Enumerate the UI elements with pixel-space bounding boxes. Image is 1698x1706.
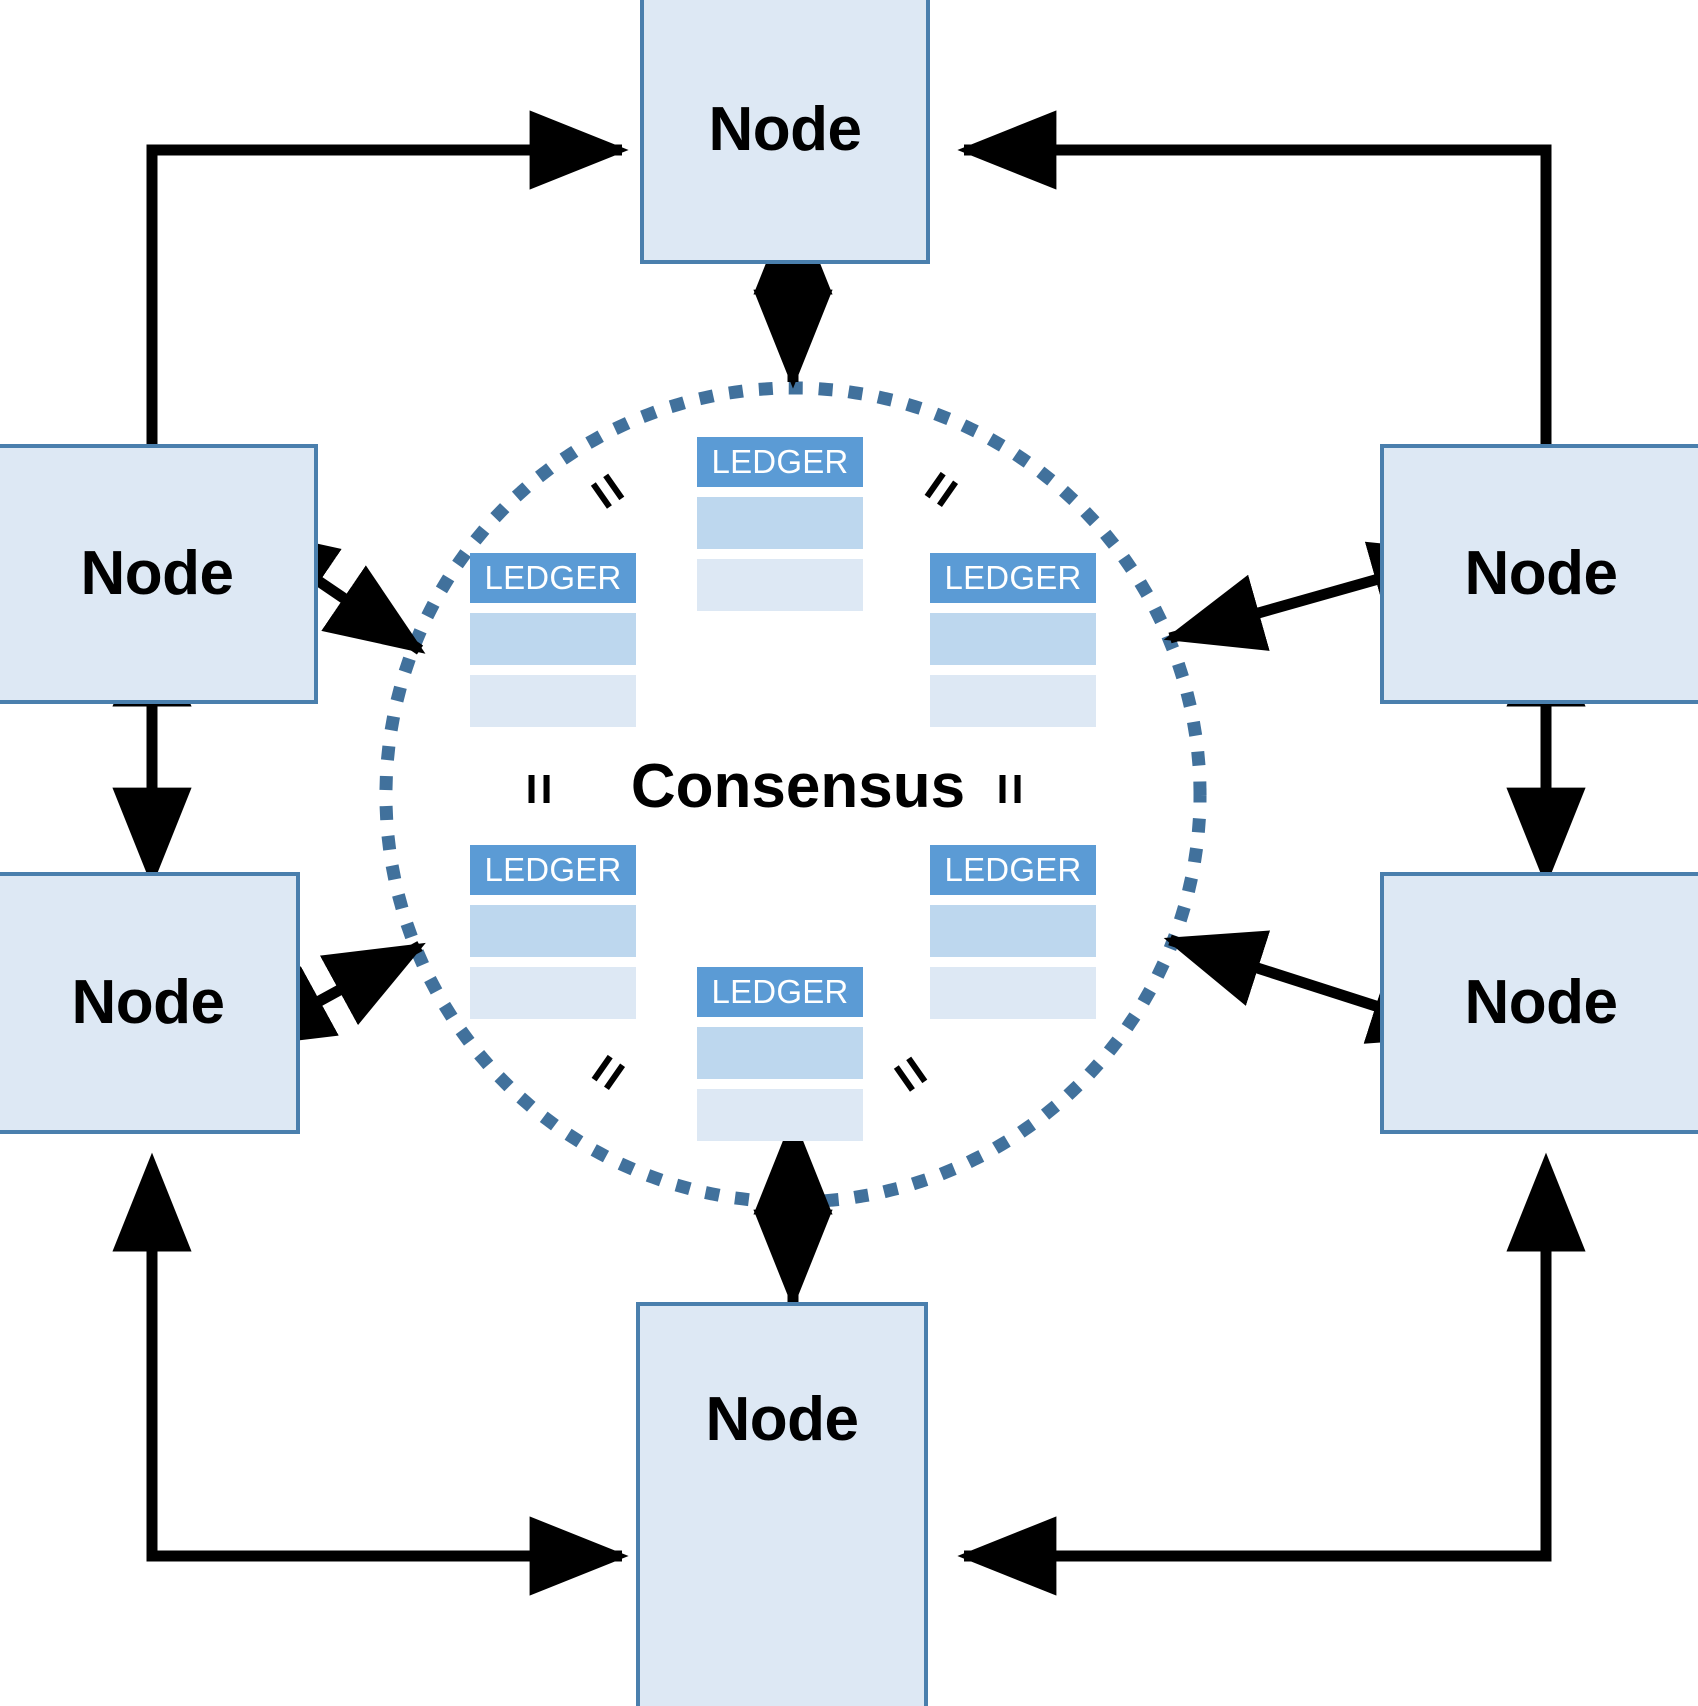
ledger-top-header: LEDGER (697, 437, 863, 487)
ledger-right-upper[interactable]: LEDGER (930, 553, 1096, 727)
equals-upper-left-icon: = (573, 459, 643, 521)
node-left-upper[interactable]: Node (0, 444, 318, 704)
ledger-bottom[interactable]: LEDGER (697, 967, 863, 1141)
ledger-left-lower[interactable]: LEDGER (470, 845, 636, 1019)
ledger-top[interactable]: LEDGER (697, 437, 863, 611)
ledger-right-lower-row-1 (930, 905, 1096, 957)
node-left-lower[interactable]: Node (0, 872, 300, 1134)
arrow-left-upper-to-top (112, 110, 629, 553)
ledger-right-upper-header: LEDGER (930, 553, 1096, 603)
arrow-left-lower-to-consensus (232, 941, 426, 1049)
ledger-bottom-row-2 (697, 1089, 863, 1141)
equals-lower-left-icon: = (572, 1042, 642, 1104)
ledger-right-lower-header: LEDGER (930, 845, 1096, 895)
consensus-label: Consensus (630, 752, 966, 821)
ledger-left-upper[interactable]: LEDGER (470, 553, 636, 727)
ledger-left-lower-header: LEDGER (470, 845, 636, 895)
node-left-lower-label: Node (71, 968, 226, 1037)
arrow-right-upper-to-consensus (1163, 541, 1471, 651)
ledger-right-lower-row-2 (930, 967, 1096, 1019)
node-left-upper-label: Node (80, 539, 235, 608)
node-right-lower[interactable]: Node (1380, 872, 1698, 1134)
ledger-bottom-row-1 (697, 1027, 863, 1079)
equals-lower-right-icon: = (876, 1042, 946, 1104)
ledger-left-lower-row-2 (470, 967, 636, 1019)
node-bottom[interactable]: Node (636, 1302, 928, 1706)
ledger-right-upper-row-1 (930, 613, 1096, 665)
ledger-left-upper-header: LEDGER (470, 553, 636, 603)
equals-mid-left-icon: = (508, 772, 572, 804)
node-right-lower-label: Node (1464, 968, 1619, 1037)
node-bottom-label: Node (705, 1385, 860, 1454)
node-right-upper-label: Node (1464, 539, 1619, 608)
arrow-right-upper-to-top (957, 110, 1586, 553)
ledger-bottom-header: LEDGER (697, 967, 863, 1017)
ledger-left-upper-row-2 (470, 675, 636, 727)
ledger-top-row-1 (697, 497, 863, 549)
node-top[interactable]: Node (640, 0, 930, 264)
arrow-right-lower-to-bottom (957, 1152, 1586, 1596)
arrow-left-upper-to-consensus (237, 526, 426, 655)
node-right-upper[interactable]: Node (1380, 444, 1698, 704)
ledger-left-lower-row-1 (470, 905, 636, 957)
arrow-left-lower-to-bottom (112, 1152, 629, 1596)
ledger-right-upper-row-2 (930, 675, 1096, 727)
node-top-label: Node (708, 95, 863, 164)
equals-upper-right-icon: = (905, 459, 975, 521)
ledger-left-upper-row-1 (470, 613, 636, 665)
ledger-right-lower[interactable]: LEDGER (930, 845, 1096, 1019)
arrow-right-lower-to-consensus (1163, 930, 1470, 1044)
ledger-top-row-2 (697, 559, 863, 611)
